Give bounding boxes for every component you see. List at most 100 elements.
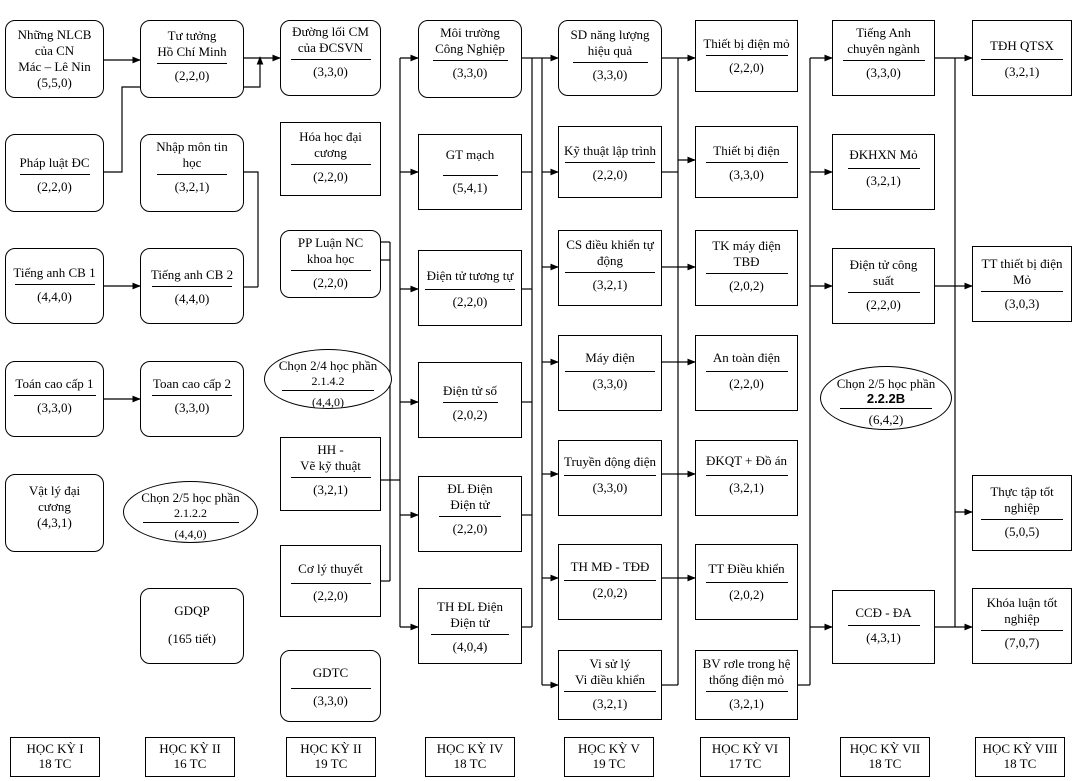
- course-box[interactable]: Nhập môn tin học (3,2,1): [140, 134, 244, 212]
- course-box[interactable]: Truyền động điện (3,3,0): [558, 440, 662, 516]
- course-box[interactable]: Hóa học đại cương (2,2,0): [280, 122, 381, 196]
- elective-code: 2.1.2.2: [174, 506, 207, 520]
- semester-label: HỌC KỲ II 16 TC: [145, 737, 235, 777]
- course-box[interactable]: Tiếng Anh chuyên ngành (3,3,0): [832, 20, 935, 96]
- course-box[interactable]: Toan cao cấp 2 (3,3,0): [140, 361, 244, 437]
- course-credits: (2,2,0): [174, 68, 210, 83]
- divider: [142, 522, 239, 523]
- course-box[interactable]: CS điều khiển tự động (3,2,1): [558, 230, 662, 306]
- course-credits: (2,2,0): [313, 275, 348, 290]
- course-box[interactable]: TK máy điện TBĐ (2,0,2): [695, 230, 798, 306]
- course-credits: (165 tiết): [167, 631, 216, 646]
- course-name: BV rơle trong hệ thống điện mỏ: [702, 656, 791, 687]
- course-name: GDQP: [174, 603, 210, 618]
- divider: [13, 395, 96, 396]
- course-name: Thiết bị điện: [713, 143, 780, 158]
- course-credits: (2,2,0): [866, 297, 901, 312]
- divider: [840, 408, 932, 409]
- semester-name: HỌC KỲ VI: [711, 741, 779, 756]
- course-name: GT mạch: [445, 147, 495, 162]
- course-box[interactable]: Máy điện (3,3,0): [558, 335, 662, 411]
- course-name: Môi trường Công Nghiệp: [435, 25, 505, 56]
- elective-group[interactable]: Chọn 2/5 học phần 2.2.2B (6,4,2): [820, 366, 952, 430]
- elective-credits: (6,4,2): [868, 412, 904, 427]
- semester-name: HỌC KỲ IV: [436, 741, 504, 756]
- course-box[interactable]: TT Điều khiển (2,0,2): [695, 544, 798, 620]
- course-box[interactable]: BV rơle trong hệ thống điện mỏ (3,2,1): [695, 650, 798, 720]
- course-name: Tiếng anh CB 2: [150, 267, 234, 282]
- course-box[interactable]: Pháp luật ĐC (2,2,0): [5, 134, 104, 212]
- course-box[interactable]: Điện tử tương tự (2,2,0): [418, 250, 522, 326]
- course-box[interactable]: GT mạch (5,4,1): [418, 134, 522, 210]
- divider: [290, 688, 371, 689]
- divider: [152, 395, 232, 396]
- divider: [847, 168, 920, 169]
- course-box[interactable]: PP Luận NC khoa học (2,2,0): [280, 230, 381, 298]
- course-credits: (3,3,0): [452, 65, 488, 80]
- course-box[interactable]: An toàn điện (2,2,0): [695, 335, 798, 411]
- course-box[interactable]: TT thiết bị điện Mỏ (3,0,3): [972, 246, 1072, 322]
- course-credits: (4,3,1): [866, 630, 901, 645]
- divider: [442, 175, 498, 176]
- semester-label: HỌC KỲ V 19 TC: [564, 737, 654, 777]
- course-box[interactable]: Vi sử lý Vi điều khiển (3,2,1): [558, 650, 662, 720]
- course-box[interactable]: Đường lối CM của ĐCSVN (3,3,0): [280, 20, 381, 96]
- course-box[interactable]: ĐL Điện Điện tử (2,2,0): [418, 476, 522, 552]
- course-credits: (2,2,0): [729, 60, 764, 75]
- divider: [290, 477, 371, 478]
- course-box[interactable]: Thiết bị điện mỏ (2,2,0): [695, 20, 798, 92]
- course-box[interactable]: Môi trường Công Nghiệp (3,3,0): [418, 20, 522, 98]
- course-credits: (2,2,0): [313, 588, 348, 603]
- course-credits: (2,0,2): [592, 585, 628, 600]
- semester-name: HỌC KỲ VIII: [982, 741, 1058, 756]
- course-box[interactable]: GDQP (165 tiết): [140, 588, 244, 664]
- divider: [705, 273, 788, 274]
- course-box[interactable]: ĐKQT + Đồ án (3,2,1): [695, 440, 798, 516]
- course-box[interactable]: SD năng lượng hiệu quả (3,3,0): [558, 20, 662, 96]
- course-box[interactable]: Những NLCB của CN Mác – Lê Nin (5,5,0): [5, 20, 104, 98]
- elective-code-bold: 2.2.2B: [866, 391, 906, 406]
- course-credits: (3,2,1): [592, 277, 628, 292]
- course-box[interactable]: Vật lý đại cương (4,3,1): [5, 474, 104, 552]
- course-box[interactable]: TH ĐL Điện Điện tử (4,0,4): [418, 588, 522, 664]
- course-credits: (3,3,0): [174, 400, 210, 415]
- course-box[interactable]: Thực tập tốt nghiệp (5,0,5): [972, 475, 1072, 551]
- elective-group[interactable]: Chọn 2/4 học phần 2.1.4.2 (4,4,0): [264, 349, 392, 409]
- semester-label: HỌC KỲ IV 18 TC: [425, 737, 515, 777]
- course-box[interactable]: Tiếng anh CB 1 (4,4,0): [5, 248, 104, 324]
- elective-title: Chọn 2/5 học phần: [836, 376, 936, 391]
- semester-credits: 16 TC: [173, 756, 207, 771]
- course-credits: (3,2,1): [866, 173, 901, 188]
- course-credits: (3,2,1): [1004, 64, 1040, 79]
- course-box[interactable]: Điện tử công suất (2,2,0): [832, 248, 935, 324]
- course-name: Khóa luận tốt nghiệp: [986, 595, 1058, 626]
- course-box[interactable]: Thiết bị điện (3,3,0): [695, 126, 798, 198]
- course-box[interactable]: GDTC (3,3,0): [280, 650, 381, 722]
- elective-group[interactable]: Chọn 2/5 học phần 2.1.2.2 (4,4,0): [123, 481, 258, 543]
- semester-name: HỌC KỲ II: [159, 741, 221, 756]
- course-box[interactable]: TĐH QTSX (3,2,1): [972, 20, 1072, 96]
- divider: [705, 162, 788, 163]
- course-box[interactable]: ĐKHXN Mỏ (3,2,1): [832, 134, 935, 210]
- semester-label: HỌC KỲ VII 18 TC: [840, 737, 930, 777]
- course-credits: (3,2,1): [313, 482, 348, 497]
- divider: [152, 286, 232, 287]
- course-box[interactable]: Tư tưởng Hồ Chí Minh (2,2,0): [140, 20, 244, 98]
- course-box[interactable]: HH - Vẽ kỹ thuật (3,2,1): [280, 437, 381, 511]
- course-box[interactable]: TH MĐ - TĐĐ (2,0,2): [558, 544, 662, 620]
- course-box[interactable]: Kỹ thuật lập trình (2,2,0): [558, 126, 662, 198]
- divider: [705, 55, 788, 56]
- course-credits: (5,4,1): [452, 180, 488, 195]
- course-box[interactable]: Toán cao cấp 1 (3,3,0): [5, 361, 104, 437]
- course-box[interactable]: Cơ lý thuyết (2,2,0): [280, 545, 381, 617]
- divider: [705, 691, 788, 692]
- course-box[interactable]: Tiếng anh CB 2 (4,4,0): [140, 248, 244, 324]
- course-name: Điện tử công suất: [849, 257, 918, 288]
- divider: [157, 63, 227, 64]
- course-box[interactable]: Khóa luận tốt nghiệp (7,0,7): [972, 588, 1072, 664]
- course-box[interactable]: Điện tử số (2,0,2): [418, 362, 522, 438]
- course-box[interactable]: CCĐ - ĐA (4,3,1): [832, 590, 935, 664]
- semester-credits: 18 TC: [1003, 756, 1037, 771]
